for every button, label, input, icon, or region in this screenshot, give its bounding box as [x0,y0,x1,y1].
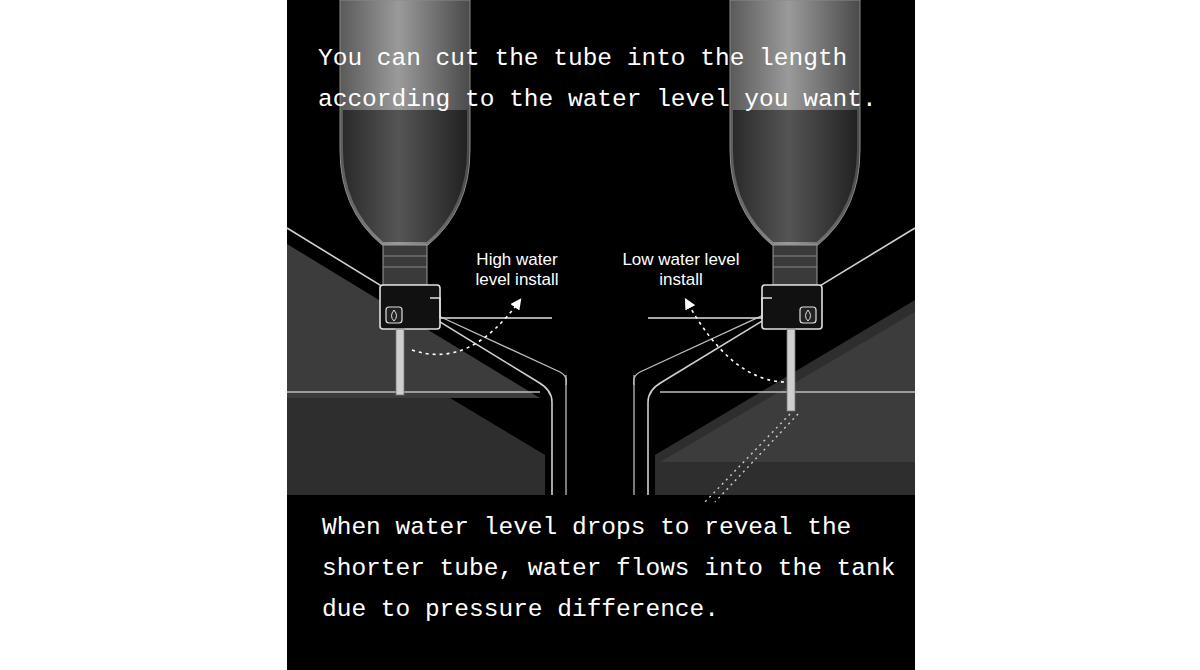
drop-icon [392,310,397,321]
clamp-block [762,285,822,329]
thread [773,267,817,268]
long-tube [787,329,795,411]
black-panel [287,0,915,670]
thread [773,256,817,257]
bottle-body [730,0,860,245]
thread [383,256,427,257]
water-surface [660,312,915,462]
short-tube [396,329,404,395]
bottle-water [733,110,857,242]
bottle-body [340,0,470,245]
leader-line [715,414,798,502]
leader-line [705,414,790,502]
tank-edge [287,391,540,392]
caption-text: When water level drops to reveal the sho… [322,507,907,630]
clamp-block [380,285,440,329]
title-text: You can cut the tube into the length acc… [318,38,903,120]
pointer-arrow [686,300,784,382]
drop-icon [806,310,811,321]
install-label: High water level install [458,250,576,290]
bottle-water [343,110,467,242]
clamp-arm [648,298,772,318]
bottle-neck [773,245,817,285]
screw-icon [386,307,402,323]
tank-edge [430,312,566,385]
pointer-arrow [412,300,520,354]
bottle-neck [383,245,427,285]
install-label: Low water level install [622,250,740,290]
tank-edge [634,312,770,385]
tank-wall [565,375,566,495]
screw-icon [800,307,816,323]
clamp-arm [430,298,552,318]
thread [383,267,427,268]
tank-wall [633,375,634,495]
